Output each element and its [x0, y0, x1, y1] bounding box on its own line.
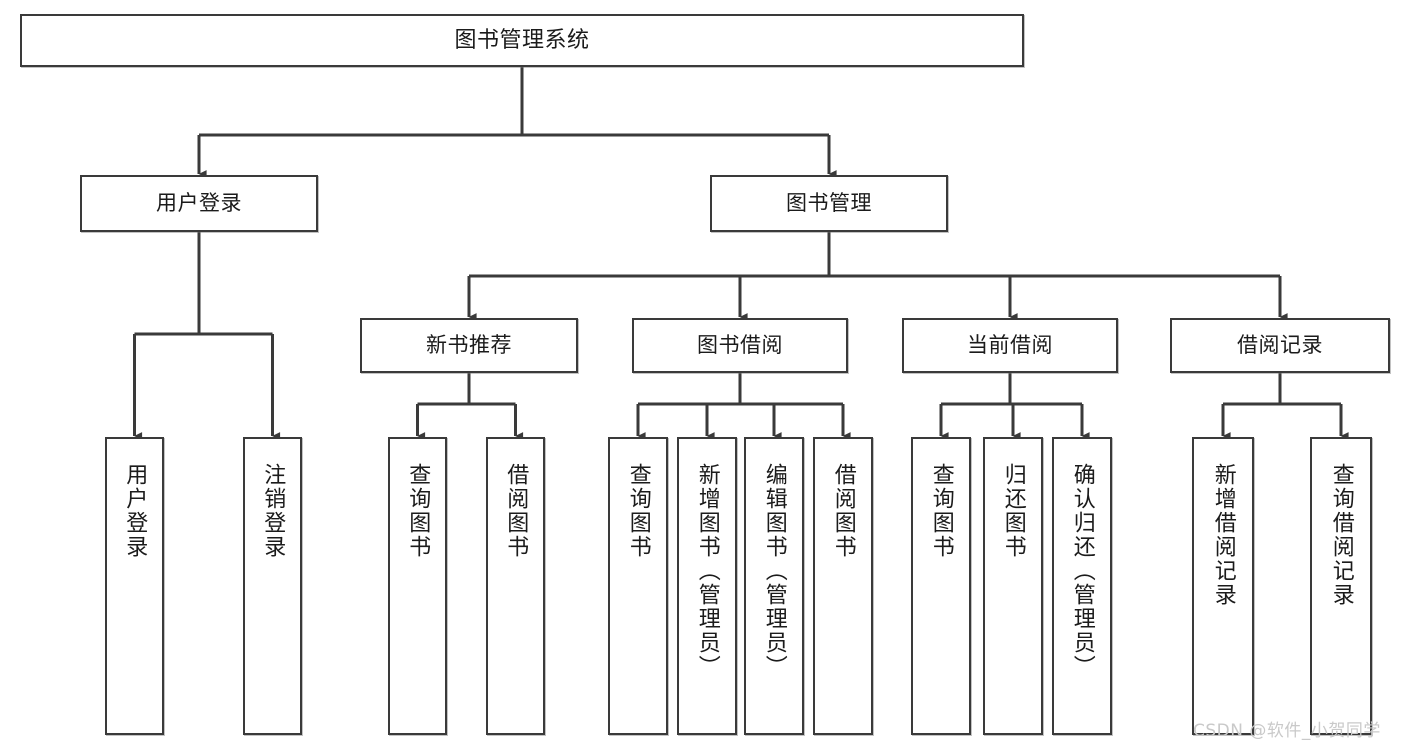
node-leaf-add-record[interactable]: 新增借阅记录	[1192, 437, 1254, 735]
node-label-current-borrow: 当前借阅	[967, 333, 1053, 358]
node-label-leaf-confirm-return: 确认归还（管理员）	[1069, 463, 1095, 679]
node-book-borrow[interactable]: 图书借阅	[632, 318, 848, 373]
node-root[interactable]: 图书管理系统	[20, 14, 1024, 67]
node-leaf-return-book[interactable]: 归还图书	[983, 437, 1043, 735]
node-leaf-query-book-rec[interactable]: 查询图书	[388, 437, 447, 735]
node-label-user-login: 用户登录	[156, 191, 242, 216]
node-leaf-borrow-book[interactable]: 借阅图书	[813, 437, 873, 735]
node-leaf-add-book[interactable]: 新增图书（管理员）	[677, 437, 737, 735]
node-label-leaf-query-record: 查询借阅记录	[1328, 463, 1354, 607]
node-label-book-borrow: 图书借阅	[697, 333, 783, 358]
node-label-leaf-return-book: 归还图书	[1000, 463, 1026, 559]
csdn-watermark: CSDN @软件_小贺同学	[1193, 721, 1381, 741]
node-label-leaf-query-book-cur: 查询图书	[928, 463, 954, 559]
node-label-leaf-query-book-borrow: 查询图书	[625, 463, 651, 559]
node-leaf-query-book-borrow[interactable]: 查询图书	[608, 437, 668, 735]
node-label-leaf-add-record: 新增借阅记录	[1210, 463, 1236, 607]
node-label-leaf-user-login: 用户登录	[122, 463, 148, 559]
node-label-leaf-logout: 注销登录	[260, 463, 286, 559]
node-new-book-rec[interactable]: 新书推荐	[360, 318, 578, 373]
node-label-borrow-record: 借阅记录	[1237, 333, 1323, 358]
node-label-new-book-rec: 新书推荐	[426, 333, 512, 358]
connector-lines	[133, 67, 1349, 440]
node-leaf-edit-book[interactable]: 编辑图书（管理员）	[744, 437, 804, 735]
node-book-manage[interactable]: 图书管理	[710, 175, 948, 232]
node-borrow-record[interactable]: 借阅记录	[1170, 318, 1390, 373]
node-label-leaf-query-book-rec: 查询图书	[405, 463, 431, 559]
node-leaf-user-login[interactable]: 用户登录	[105, 437, 164, 735]
node-label-root: 图书管理系统	[454, 27, 590, 53]
node-leaf-query-record[interactable]: 查询借阅记录	[1310, 437, 1372, 735]
node-user-login[interactable]: 用户登录	[80, 175, 318, 232]
node-label-leaf-add-book: 新增图书（管理员）	[694, 463, 720, 679]
node-leaf-confirm-return[interactable]: 确认归还（管理员）	[1052, 437, 1112, 735]
node-current-borrow[interactable]: 当前借阅	[902, 318, 1118, 373]
node-leaf-borrow-book-rec[interactable]: 借阅图书	[486, 437, 545, 735]
node-label-leaf-borrow-book: 借阅图书	[830, 463, 856, 559]
node-label-leaf-borrow-book-rec: 借阅图书	[503, 463, 529, 559]
node-leaf-query-book-cur[interactable]: 查询图书	[911, 437, 971, 735]
node-label-leaf-edit-book: 编辑图书（管理员）	[761, 463, 787, 679]
node-label-book-manage: 图书管理	[786, 191, 872, 216]
node-leaf-logout[interactable]: 注销登录	[243, 437, 302, 735]
